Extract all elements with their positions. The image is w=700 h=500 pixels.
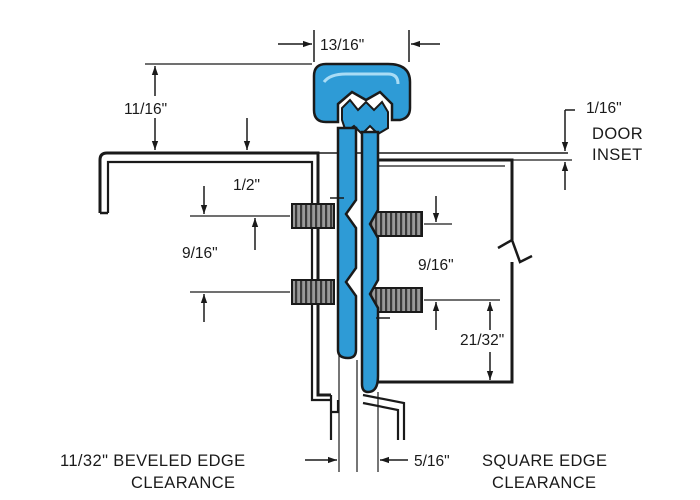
screw-lower-left — [291, 279, 335, 305]
hinge-cap — [312, 62, 412, 124]
dim-leaf-height: 11/16" — [124, 101, 167, 118]
dim-inset-word-inset: INSET — [592, 146, 643, 164]
dim-left-screw-spacing: 9/16" — [182, 245, 218, 262]
dim-top-width: 13/16" — [320, 37, 364, 54]
square-clearance-line-1: SQUARE EDGE — [482, 452, 607, 470]
beveled-clearance-line-1: 11/32" BEVELED EDGE — [60, 452, 246, 470]
screw-upper-left — [291, 203, 335, 229]
dim-inset-value: 1/16" — [586, 100, 622, 117]
hinge-cap-highlight — [322, 72, 400, 85]
dim-right-screw-spacing: 9/16" — [418, 257, 454, 274]
dim-upper-screw-offset: 1/2" — [233, 177, 260, 194]
dim-bottom-offset: 21/32" — [460, 332, 504, 349]
door-leaf-tail — [362, 393, 406, 440]
screw-upper-right — [367, 211, 423, 237]
beveled-clearance-line-2: CLEARANCE — [131, 474, 235, 492]
square-clearance-line-2: CLEARANCE — [492, 474, 596, 492]
hinge-frame-leaf — [336, 126, 358, 360]
break-symbol — [497, 238, 533, 264]
frame-leaf-tail — [329, 395, 340, 440]
frame-profile — [98, 151, 331, 397]
dim-bottom-width: 5/16" — [414, 453, 450, 470]
frame-profile-inner — [106, 160, 331, 402]
dim-inset-word-door: DOOR — [592, 125, 643, 143]
hinge-door-leaf — [360, 130, 380, 394]
